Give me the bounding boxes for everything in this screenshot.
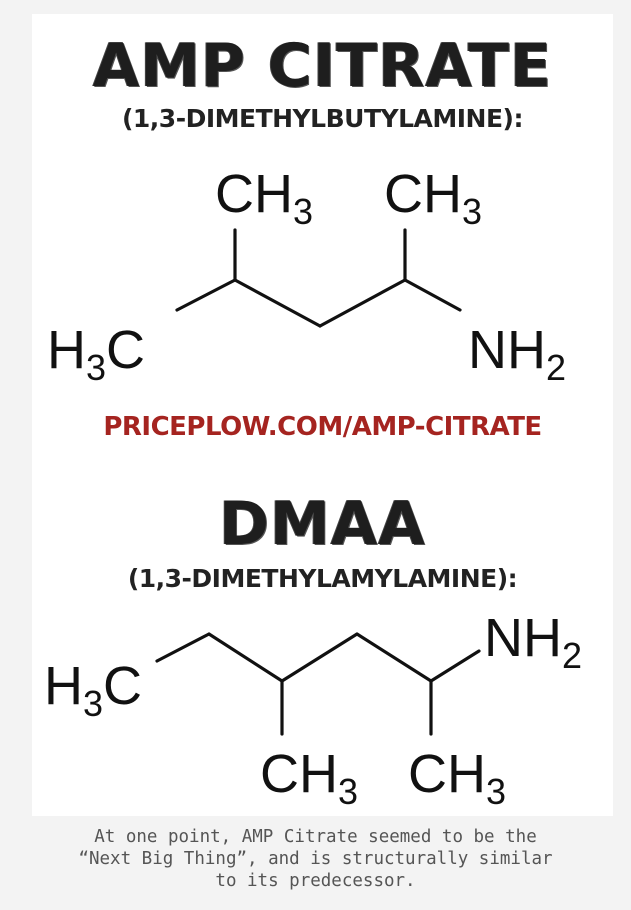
nh2-label: NH2 (468, 320, 566, 388)
amp-citrate-structure: CH3 CH3 H3C NH2 (47, 164, 566, 388)
ch3-right-label: CH3 (408, 744, 506, 812)
bond (429, 649, 481, 683)
dmaa-structure: H3C NH2 CH3 CH3 (44, 608, 582, 812)
bond (403, 278, 462, 312)
molecule-comparison-figure: AMP CITRATE (1,3-DIMETHYLBUTYLAMINE): CH… (32, 14, 613, 816)
bond (155, 632, 211, 663)
bond (175, 278, 237, 312)
h3c-label: H3C (47, 320, 145, 388)
amp-citrate-title: AMP CITRATE (92, 31, 553, 101)
bond (318, 278, 407, 328)
h3c-label: H3C (44, 656, 142, 724)
dmaa-title: DMAA (219, 489, 426, 559)
ch3-right-label: CH3 (384, 164, 482, 232)
bond (355, 632, 433, 683)
bond (207, 632, 284, 683)
source-url: PRICEPLOW.COM/AMP-CITRATE (103, 412, 542, 442)
bond (233, 278, 322, 328)
caption-line: “Next Big Thing”, and is structurally si… (78, 849, 553, 869)
nh2-label: NH2 (484, 608, 582, 676)
bond (280, 632, 359, 683)
ch3-left-label: CH3 (260, 744, 358, 812)
dmaa-subtitle: (1,3-DIMETHYLAMYLAMINE): (127, 564, 518, 593)
ch3-left-label: CH3 (215, 164, 313, 232)
caption-line: to its predecessor. (215, 871, 416, 891)
caption-line: At one point, AMP Citrate seemed to be t… (94, 827, 537, 847)
amp-citrate-subtitle: (1,3-DIMETHYLBUTYLAMINE): (121, 104, 524, 133)
figure-caption: At one point, AMP Citrate seemed to be t… (0, 826, 631, 892)
